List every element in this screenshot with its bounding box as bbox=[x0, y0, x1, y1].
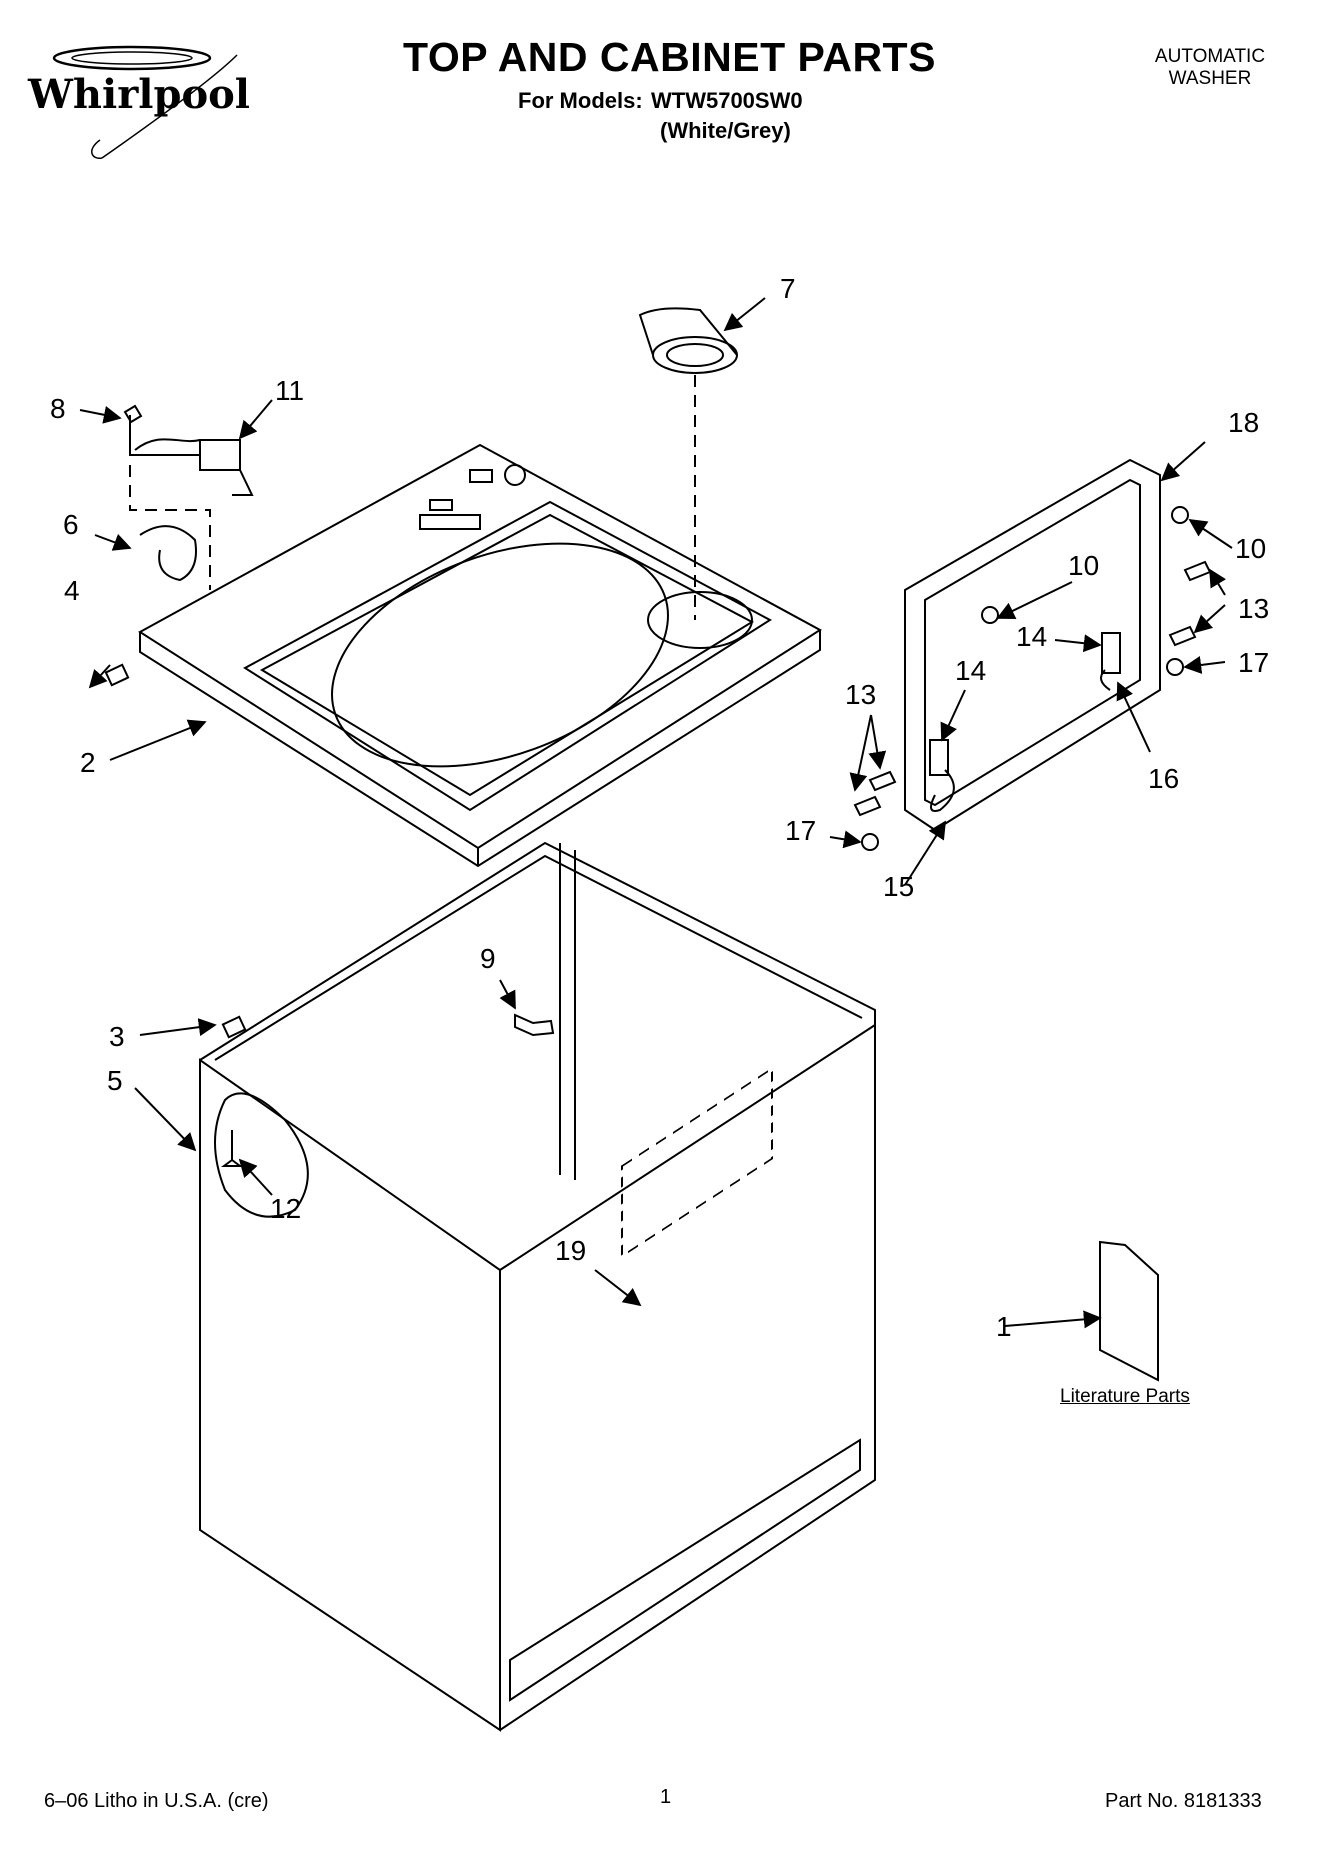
cabinet bbox=[199, 841, 876, 1732]
callout-19: 19 bbox=[555, 1235, 586, 1266]
callout-13a: 13 bbox=[1238, 593, 1269, 624]
literature-booklet bbox=[1099, 1240, 1159, 1382]
screw-12 bbox=[221, 1130, 243, 1167]
whirlpool-logo: Whirlpool bbox=[27, 45, 250, 159]
callout-10a: 10 bbox=[1235, 533, 1266, 564]
callout-7: 7 bbox=[780, 273, 796, 304]
product-type-line2: WASHER bbox=[1168, 68, 1252, 89]
page-title: TOP AND CABINET PARTS bbox=[403, 34, 936, 80]
lid-hinge-hardware bbox=[853, 506, 1212, 851]
callout-11: 11 bbox=[275, 375, 304, 406]
footer-page-number: 1 bbox=[660, 1786, 672, 1808]
leader-arrows bbox=[79, 297, 1233, 1329]
callout-6: 6 bbox=[63, 509, 79, 540]
callout-15: 15 bbox=[883, 871, 914, 902]
callout-9: 9 bbox=[480, 943, 496, 974]
model-color: (White/Grey) bbox=[660, 118, 791, 143]
models-label: For Models: bbox=[518, 88, 643, 113]
callout-14a: 14 bbox=[1016, 621, 1047, 652]
screw-9 bbox=[514, 1013, 555, 1037]
product-type: AUTOMATIC WASHER bbox=[1130, 46, 1290, 90]
literature-parts-caption: Literature Parts bbox=[1060, 1386, 1190, 1407]
callout-17a: 17 bbox=[1238, 647, 1269, 678]
brand-wordmark: Whirlpool bbox=[27, 71, 250, 118]
callout-17b: 17 bbox=[785, 815, 816, 846]
callout-14b: 14 bbox=[955, 655, 986, 686]
callout-5: 5 bbox=[107, 1065, 123, 1096]
callout-1: 1 bbox=[996, 1311, 1012, 1342]
product-type-line1: AUTOMATIC bbox=[1154, 46, 1266, 67]
callout-labels: 1 2 3 4 5 6 7 8 9 10 10 11 12 13 13 14 1… bbox=[50, 273, 1269, 1342]
callout-12: 12 bbox=[270, 1193, 301, 1224]
lid-switch-assembly bbox=[123, 404, 254, 590]
clip bbox=[139, 525, 197, 582]
callout-18: 18 bbox=[1228, 407, 1259, 438]
dispenser-cup bbox=[638, 307, 738, 620]
callout-2: 2 bbox=[80, 747, 96, 778]
footer-litho: 6–06 Litho in U.S.A. (cre) bbox=[44, 1790, 269, 1812]
lid-frame bbox=[904, 458, 1161, 832]
model-number: WTW5700SW0 bbox=[651, 88, 803, 113]
footer-part-number: Part No. 8181333 bbox=[1105, 1790, 1262, 1812]
callout-16: 16 bbox=[1148, 763, 1179, 794]
callout-3: 3 bbox=[109, 1021, 125, 1052]
callout-8: 8 bbox=[50, 393, 66, 424]
top-panel bbox=[138, 443, 822, 868]
clip-nut-3 bbox=[221, 1015, 247, 1039]
callout-4: 4 bbox=[64, 575, 80, 606]
callout-10b: 10 bbox=[1068, 550, 1099, 581]
clip-nut-4 bbox=[104, 663, 130, 687]
callout-13b: 13 bbox=[845, 679, 876, 710]
